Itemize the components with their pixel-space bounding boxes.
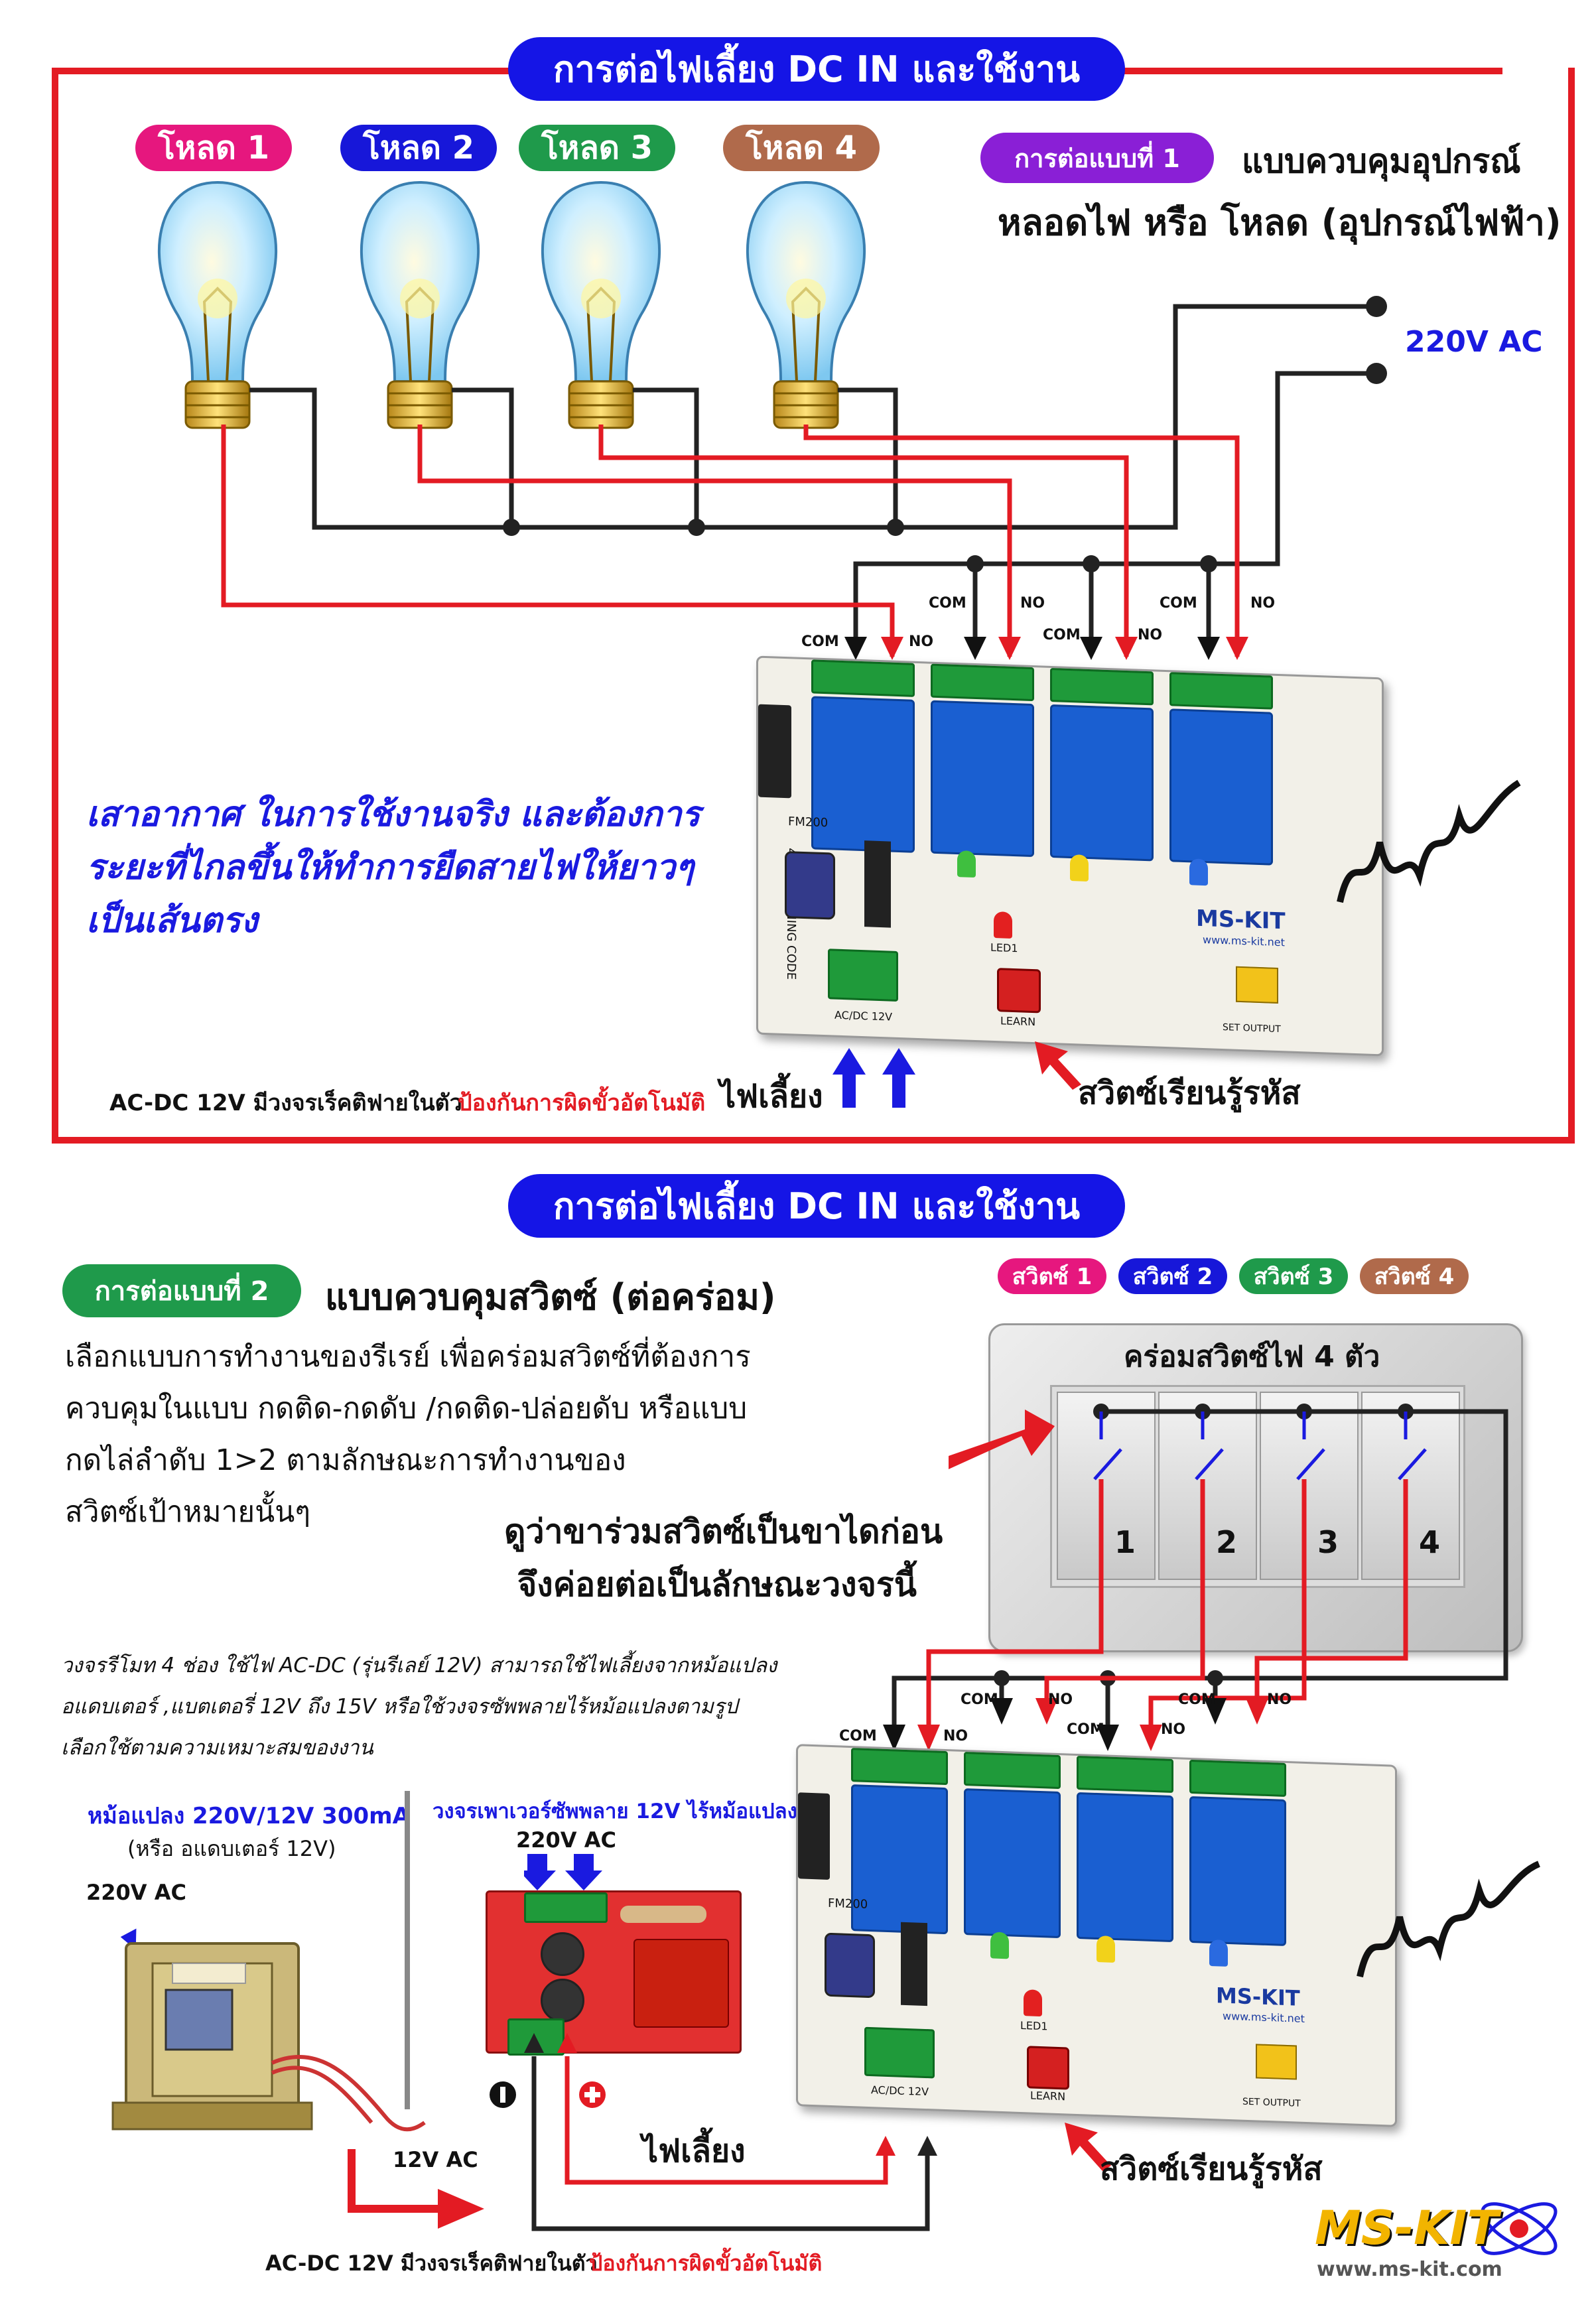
s2-antenna [1357,1861,1541,1978]
section1-frame-top-right [1121,68,1502,74]
transformer-in: 220V AC [86,1880,186,1905]
supply-board [486,1890,742,2056]
s1-learn-arrow [1035,1041,1081,1090]
supply-cap-1 [541,1932,584,1976]
transformer-out-arrow [348,2149,484,2229]
s2-desc-2: ควบคุมในแบบ กดติด-กดดับ /กดติด-ปล่อยดับ … [65,1392,748,1425]
bulb-2 [360,180,480,429]
s1-com-4: COM [1160,595,1197,612]
switch-number-4: 4 [1419,1524,1441,1560]
s2-com-3: COM [1067,1721,1104,1738]
switch-number-1: 1 [1114,1524,1136,1560]
mode2-title: แบบควบคุมสวิตซ์ (ต่อคร่อม) [325,1276,776,1318]
switch-pill-3: สวิตซ์ 3 [1239,1258,1348,1294]
s2-no-2: NO [1048,1691,1073,1708]
s1-power-arrows [832,1048,915,1108]
s1-antenna-note-2: ระยะที่ไกลขึ้นให้ทำการยืดสายไฟให้ยาวๆ [86,848,694,887]
s1-power-label: ไฟเลี้ยง [720,1078,823,1115]
transformer-title: หม้อแปลง 220V/12V 300mA [88,1803,410,1829]
switch-key-2[interactable] [1158,1392,1257,1580]
load-pill-4: โหลด 4 [723,125,880,171]
s1-antenna-note-1: เสาอากาศ ในการใช้งานจริง และต้องการ [86,795,700,834]
s1-ac-label: 220V AC [1405,325,1543,359]
s1-no-4: NO [1250,595,1276,612]
s1-com-2: COM [929,595,966,612]
switch-number-3: 3 [1317,1524,1339,1560]
s2-desc-4: สวิตซ์เป้าหมายนั้นๆ [65,1495,310,1529]
bulb-1 [158,180,277,429]
s1-no-3: NO [1138,627,1163,643]
supply-cap-2 [541,1979,584,2022]
terminal-arrows-s1 [844,637,1248,660]
transformer [111,1928,426,2132]
s2-no-1: NO [943,1728,968,1744]
mode1-subtitle: หลอดไฟ หรือ โหลด (อุปกรณ์ไฟฟ้า) [998,202,1562,243]
s2-warning-2: จึงค่อยต่อเป็นลักษณะวงจรนี้ [517,1565,917,1604]
s2-warning-1: ดูว่าขาร่วมสวิตซ์เป็นขาไดก่อน [504,1512,943,1551]
s2-separator [405,1791,410,2109]
s1-learn-label: สวิตซ์เรียนรู้รหัส [1078,1075,1301,1112]
mode2-badge: การต่อแบบที่ 2 [62,1264,301,1317]
switch-pill-4: สวิตซ์ 4 [1360,1258,1469,1294]
mode1-title: แบบควบคุมอุปกรณ์ [1242,142,1521,180]
s2-com-2: COM [961,1691,998,1708]
s2-italic-note-1: วงจรรีโมท 4 ช่อง ใช้ไฟ AC-DC (รุ่นรีเลย์… [61,1654,777,1677]
s2-learn-arrow [1065,2123,1111,2171]
s2-power-label: ไฟเลี้ยง [642,2133,746,2170]
section1-frame-top-left [52,68,516,74]
s1-footer-red: ป้องกันการผิดขั้วอัตโนมัติ [458,1090,706,1116]
switch-pill-2: สวิตซ์ 2 [1118,1258,1227,1294]
ms-kit-logo: MS-KIT [1315,2201,1499,2255]
s1-com-1: COM [801,633,839,650]
load-pill-3: โหลด 3 [519,125,675,171]
s2-italic-note-3: เลือกใช้ตามความเหมาะสมของงาน [61,1736,373,1760]
s2-com-1: COM [839,1728,877,1744]
s2-desc-3: กดไล่ลำดับ 1>2 ตามลักษณะการทำงานของ [65,1443,626,1477]
switch-key-4[interactable] [1361,1392,1460,1580]
load-pill-2: โหลด 2 [340,125,497,171]
switch-key-1[interactable] [1057,1392,1156,1580]
supply-resistor [620,1906,706,1923]
supply-cap-film [633,1939,729,2028]
s2-common-arrow [949,1410,1055,1469]
switch-panel-title: คร่อมสวิตซ์ไฟ 4 ตัว [1124,1340,1380,1374]
supply-in-terminal [524,1892,608,1923]
s2-footer-red: ป้องกันการผิดขั้วอัตโนมัติ [589,2251,823,2276]
s2-com-4: COM [1178,1691,1216,1708]
s2-no-4: NO [1267,1691,1292,1708]
mode1-badge: การต่อแบบที่ 1 [980,133,1214,183]
ms-kit-website: www.ms-kit.com [1317,2258,1502,2281]
s2-desc-1: เลือกแบบการทำงานของรีเรย์ เพื่อคร่อมสวิต… [65,1340,751,1374]
switch-number-2: 2 [1216,1524,1238,1560]
s2-no-3: NO [1161,1721,1186,1738]
s1-footer-black: AC-DC 12V มีวงจรเร็คติฟายในตัว [109,1090,462,1116]
s1-no-1: NO [909,633,934,650]
switch-key-3[interactable] [1260,1392,1359,1580]
section1-frame [52,68,1575,1144]
transformer-sub: (หรือ อแดบเตอร์ 12V) [127,1836,336,1861]
wall-switch-plate [988,1323,1523,1652]
transformer-out: 12V AC [393,2147,478,2172]
load-pill-1: โหลด 1 [135,125,292,171]
s1-antenna-note-3: เป็นเส้นตรง [86,901,258,941]
s2-footer-black: AC-DC 12V มีวงจรเร็คติฟายในตัว [265,2251,598,2276]
switch-pill-1: สวิตซ์ 1 [998,1258,1106,1294]
supply-in-arrows [524,1854,602,1890]
supply-title: วงจรเพาเวอร์ซัพพลาย 12V ไร้หม้อแปลง [432,1800,797,1823]
bulb-4 [746,180,866,429]
section1-title: การต่อไฟเลี้ยง DC IN และใช้งาน [508,37,1125,101]
section1-wiring [158,180,1387,660]
s1-antenna [1337,779,1521,903]
section2-title: การต่อไฟเลี้ยง DC IN และใช้งาน [508,1174,1125,1238]
s2-learn-label: สวิตซ์เรียนรู้รหัส [1100,2150,1323,2188]
s1-com-3: COM [1043,627,1081,643]
s2-italic-note-2: อแดบเตอร์ ,แบตเตอรี่ 12V ถึง 15V หรือใช้… [61,1695,738,1719]
s1-no-2: NO [1020,595,1045,612]
ms-kit-logo-graphic [1481,2202,1558,2255]
supply-in: 220V AC [516,1827,616,1853]
